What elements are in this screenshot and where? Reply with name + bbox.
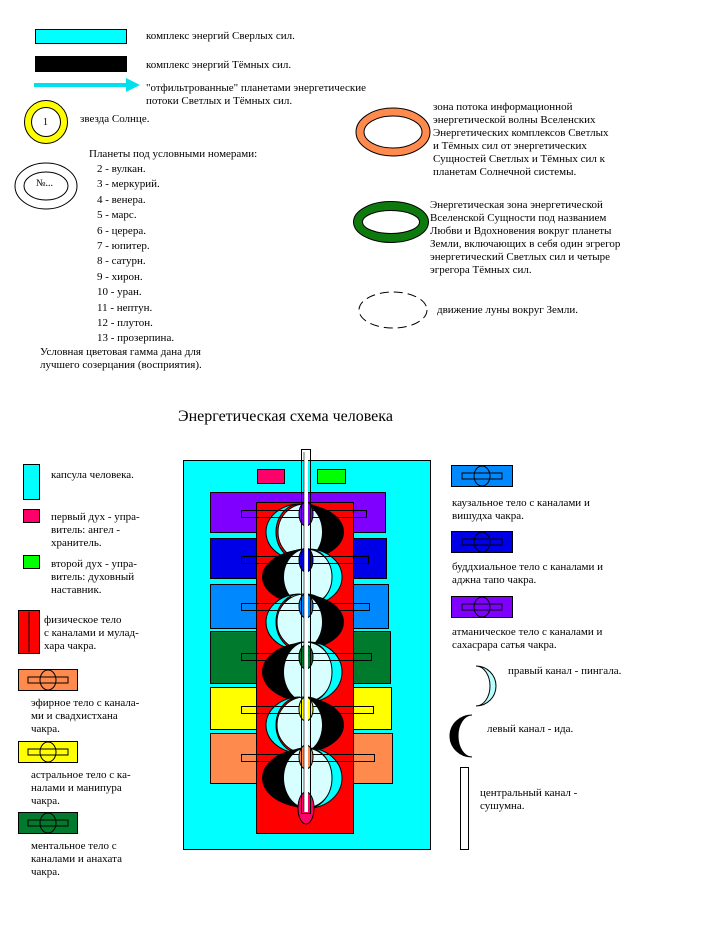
second-spirit-label: второй дух - упра- витель: духовный наст… [51,558,137,596]
light-complex-swatch [35,29,127,44]
planet-list-item: 6 - церера. [97,224,146,237]
planet-list-item: 3 - меркурий. [97,178,160,191]
sun-icon [24,100,68,144]
physical-body-icon [18,610,40,654]
planet-marker-label: №... [36,178,54,189]
atmanic-body-label: атманическое тело с каналами и сахасрара… [452,626,603,651]
sushumna-channel [301,449,311,814]
mental-body-icon [18,812,78,834]
sun-label: звезда Солнце. [80,113,150,125]
filtered-flow-arrow-icon [34,78,140,92]
dark-complex-swatch [35,56,127,72]
capsule-label: капсула человека. [51,469,134,481]
human-energy-scheme [183,449,431,850]
love-zone-icon [353,201,429,243]
pingala-channel-icon [475,665,497,707]
sushumna-channel-label: центральный канал - сушумна. [480,787,578,812]
sun-number: 1 [43,117,48,128]
planet-list-item: 8 - сатурн. [97,255,146,268]
planet-marker-icon [14,162,78,210]
planet-list-item: 4 - венера. [97,193,146,206]
ida-channel-label: левый канал - ида. [487,723,574,735]
first-spirit-marker [257,469,285,484]
dark-complex-label: комплекс энергий Тёмных сил. [146,59,292,71]
first-spirit-label: первый дух - упра- витель: ангел - храни… [51,511,140,549]
first-spirit-swatch [23,509,40,523]
physical-body-label: физическое тело с каналами и мулад- хара… [44,614,139,652]
color-note: Условная цветовая гамма дана для лучшего… [40,346,202,371]
causal-body-label: каузальное тело с каналами и вишудха чак… [452,497,590,522]
etheric-body-icon [18,669,78,691]
atmanic-body-icon [451,596,513,618]
light-complex-label: комплекс энергий Сверлых сил. [146,30,295,42]
love-zone-label: Энергетическая зона энергетической Вселе… [430,199,621,276]
buddhic-body-label: буддхиальное тело с каналами и аджна тап… [452,561,604,586]
info-zone-icon [355,107,431,157]
moon-orbit-icon [358,291,428,329]
sushumna-channel-icon [460,767,469,850]
etheric-body-label: эфирное тело с канала- ми и свадхистхана… [31,697,140,735]
info-zone-label: зона потока информационной энергетическо… [433,101,609,178]
astral-body-label: астральное тело с ка- налами и манипура … [31,769,131,807]
planet-list-item: 10 - уран. [97,286,142,299]
filtered-flow-label: "отфильтрованные" планетами энергетическ… [146,82,366,107]
planet-list-item: 9 - хирон. [97,270,143,283]
buddhic-body-icon [451,531,513,553]
scheme-title: Энергетическая схема человека [178,408,393,425]
planet-list-item: 12 - плутон. [97,316,153,329]
astral-body-icon [18,741,78,763]
planet-list: 2 - вулкан. 3 - меркурий. 4 - венера. 5 - м… [97,163,174,348]
planets-title: Планеты под условными номерами: [89,148,258,160]
capsule-swatch [23,464,40,500]
moon-orbit-label: движение луны вокруг Земли. [437,304,578,316]
second-spirit-marker [317,469,346,484]
causal-body-icon [451,465,513,487]
planet-list-item: 13 - прозерпина. [97,332,175,345]
planet-list-item: 11 - нептун. [97,301,153,314]
planet-list-item: 2 - вулкан. [97,163,146,175]
second-spirit-swatch [23,555,40,569]
ida-channel-icon [449,714,473,758]
planet-list-item: 5 - марс. [97,209,137,222]
planet-list-item: 7 - юпитер. [97,239,150,252]
mental-body-label: ментальное тело с каналами и анахата чак… [31,840,122,878]
pingala-channel-label: правый канал - пингала. [508,665,622,677]
